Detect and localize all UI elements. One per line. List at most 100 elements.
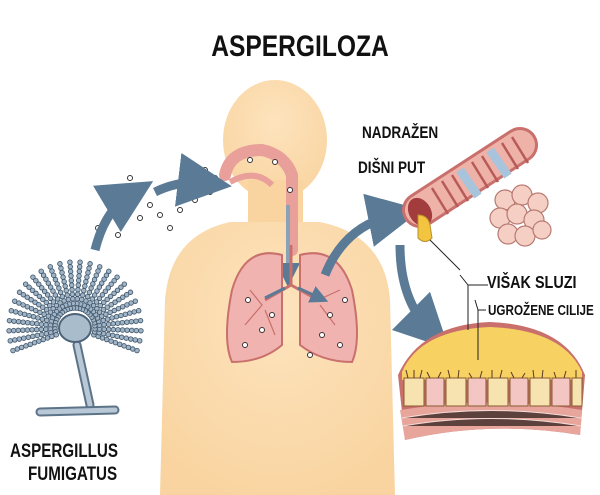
conidium-spore xyxy=(84,274,90,280)
conidium-spore xyxy=(108,302,114,308)
conidium-spore xyxy=(13,309,19,315)
conidium-spore xyxy=(41,288,48,295)
conidium-spore xyxy=(111,277,117,284)
conidium-spore xyxy=(40,272,47,278)
conidium-spore xyxy=(115,320,121,326)
conidium-spore xyxy=(118,284,124,290)
conidium-spore xyxy=(109,315,115,321)
conidium-spore xyxy=(47,302,53,309)
conidium-spore xyxy=(69,287,75,293)
conidium-spore xyxy=(132,337,138,343)
conidium-spore xyxy=(115,327,121,333)
conidium-spore xyxy=(100,306,107,313)
conidium-spore xyxy=(50,305,56,312)
conidium-spore xyxy=(33,326,40,333)
aspergillus-fungus-illustration xyxy=(6,259,144,417)
conidium-spore xyxy=(91,292,98,298)
conidium-spore xyxy=(29,327,35,333)
conidium-spore xyxy=(86,265,92,271)
conidium-spore xyxy=(74,291,81,297)
conidium-spore xyxy=(26,312,32,319)
conidium-spore xyxy=(50,299,57,305)
conidium-spore xyxy=(43,322,49,328)
conidium-spore xyxy=(29,287,36,293)
conidium-spore xyxy=(49,333,55,340)
conidium-spore xyxy=(99,292,106,298)
conidium-spore xyxy=(39,316,46,322)
conidium-spore xyxy=(36,302,42,308)
conidium-spore xyxy=(6,328,12,334)
conidium-spore xyxy=(53,302,60,309)
label-fungus-line1: ASPERGILLUS xyxy=(10,439,118,461)
conidium-spore xyxy=(77,259,83,265)
conidium-spore xyxy=(127,310,133,316)
conidium-spore xyxy=(7,338,13,344)
conidium-spore xyxy=(74,296,80,302)
conidium-spore xyxy=(54,296,61,302)
conidium-spore xyxy=(123,292,130,298)
conidium-spore xyxy=(63,287,69,294)
conidium-spore xyxy=(26,284,32,290)
conidium-spore xyxy=(38,268,44,275)
conidium-spore xyxy=(40,296,46,303)
conidium-spore xyxy=(67,268,74,275)
conidium-spore xyxy=(28,297,34,303)
label-airway-line1: NADRAŽEN xyxy=(362,123,438,143)
conidium-spore xyxy=(106,326,112,333)
conidium-spore xyxy=(52,292,59,298)
conidium-spore xyxy=(20,327,26,333)
conidium-spore xyxy=(121,281,128,287)
conidium-spore xyxy=(97,302,103,309)
arrow-to-airway xyxy=(320,193,422,277)
label-fungus-line2: FUMIGATUS xyxy=(28,462,117,484)
conidium-spore xyxy=(118,312,124,319)
conidium-spore xyxy=(30,333,36,340)
conidium-spore xyxy=(119,319,126,326)
conidium-spore xyxy=(87,261,93,267)
conidium-spore xyxy=(100,330,107,337)
conidium-spore xyxy=(34,321,40,327)
conidium-spore xyxy=(120,294,126,300)
conidium-spore xyxy=(50,288,56,294)
conidium-spore xyxy=(36,281,42,287)
conidium-spore xyxy=(134,347,140,354)
conidium-spore xyxy=(127,289,134,295)
conidium-spore xyxy=(40,304,46,310)
conidium-spore xyxy=(107,293,114,300)
conidium-spore xyxy=(129,346,136,352)
conidium-spore xyxy=(24,327,31,333)
conidium-spore xyxy=(40,336,46,343)
conidium-spore xyxy=(38,321,45,327)
alveoli xyxy=(489,184,552,247)
conidium-spore xyxy=(111,290,117,297)
conidium-spore xyxy=(135,307,142,314)
conidium-spore xyxy=(114,287,121,293)
conidium-spore xyxy=(15,318,22,325)
conidium-spore xyxy=(76,273,82,279)
conidium-spore xyxy=(20,319,26,325)
conidium-spore xyxy=(122,311,129,318)
conidium-spore xyxy=(32,299,38,305)
conidium-spore xyxy=(47,295,54,302)
conidium-spore xyxy=(67,264,73,270)
cilia-leader-line xyxy=(474,299,486,360)
conidium-spore xyxy=(104,304,110,310)
conidium-spore xyxy=(30,274,36,280)
conidium-spore xyxy=(25,334,32,340)
irritated-airway-illustration xyxy=(402,127,552,247)
label-cilia: UGROŽENE CILIJE xyxy=(488,302,594,319)
conidium-spore xyxy=(21,335,27,341)
conidium-spore xyxy=(31,340,38,346)
conidium-spore xyxy=(43,276,49,282)
conidium-spore xyxy=(101,276,107,282)
conidium-spore xyxy=(44,335,51,341)
conidium-spore xyxy=(58,265,64,271)
conidium-spore xyxy=(128,318,135,325)
conidium-spore xyxy=(39,331,45,338)
conidium-spore xyxy=(70,296,76,302)
conidium-spore xyxy=(129,327,135,334)
conidium-spore xyxy=(103,272,110,278)
conidium-spore xyxy=(117,341,123,347)
